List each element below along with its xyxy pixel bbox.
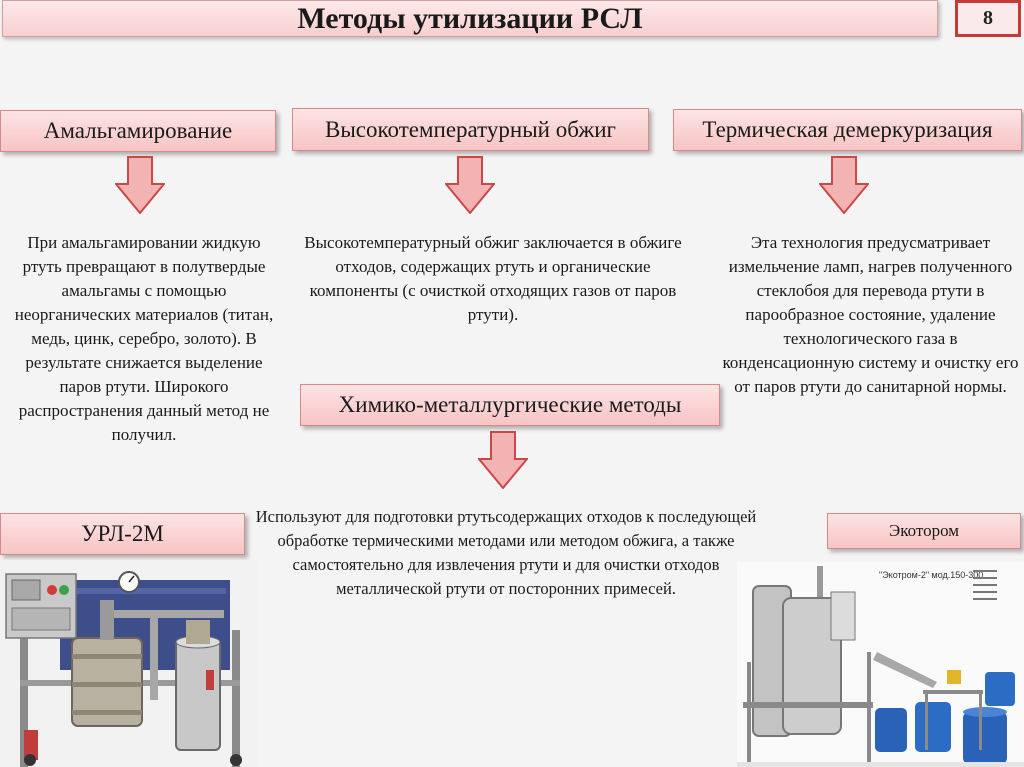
page-number: 8	[955, 0, 1021, 37]
method-label-firing: Высокотемпературный обжиг	[325, 116, 616, 142]
slide-title-bar: Методы утилизации РСЛ	[2, 0, 938, 37]
ekotorom-equipment-image: "Экотром-2" мод.150-300	[737, 562, 1024, 767]
equipment-label-url2m: УРЛ-2М	[0, 513, 245, 555]
equipment-label-ekotorom: Экотором	[827, 513, 1021, 549]
url2m-equipment-image	[0, 560, 258, 767]
description-demercurization: Эта технология предусматривает измельчен…	[722, 233, 1019, 396]
equipment-label-text: Экотором	[888, 521, 960, 540]
method-box-demercurization: Термическая демеркуризация	[673, 109, 1022, 151]
equipment-label-text: УРЛ-2М	[81, 521, 164, 546]
method-label-chem-metallurgical: Химико-металлургические методы	[338, 392, 682, 417]
photo-caption: "Экотром-2" мод.150-300	[879, 570, 983, 580]
method-box-chem-metallurgical: Химико-металлургические методы	[300, 384, 720, 426]
method-label-demercurization: Термическая демеркуризация	[702, 117, 993, 142]
down-arrow-icon	[115, 156, 165, 214]
down-arrow-icon	[445, 156, 495, 214]
slide-title: Методы утилизации РСЛ	[297, 1, 643, 35]
method-box-firing: Высокотемпературный обжиг	[292, 108, 649, 151]
description-firing: Высокотемпературный обжиг заключается в …	[304, 233, 682, 324]
description-chem-metallurgical: Используют для подготовки ртутьсодержащи…	[255, 507, 757, 598]
down-arrow-icon	[819, 156, 869, 214]
method-box-amalgamation: Амальгамирование	[0, 110, 276, 152]
method-label-amalgamation: Амальгамирование	[43, 118, 233, 143]
description-amalgamation: При амальгамировании жидкую ртуть превра…	[14, 233, 274, 444]
down-arrow-icon	[478, 431, 528, 489]
